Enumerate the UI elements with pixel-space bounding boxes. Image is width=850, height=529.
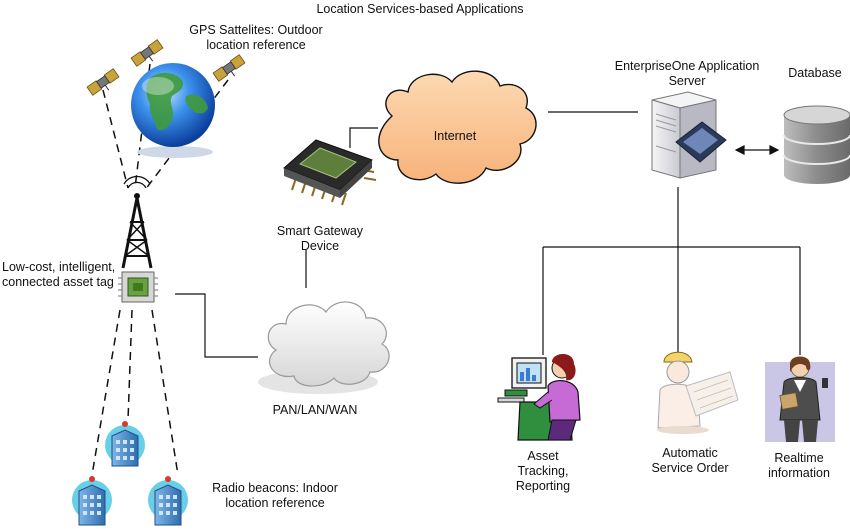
radio-link-beacon-middle xyxy=(127,309,133,421)
radio-link-satellite-left xyxy=(102,89,129,189)
beacon-building-icon-left xyxy=(72,476,112,526)
satellite-icon-right xyxy=(212,54,246,82)
service-order-engineer-icon xyxy=(657,351,739,434)
asset-tag-label: Low-cost, intelligent,connected asset ta… xyxy=(2,260,116,289)
radio-link-beacon-right xyxy=(151,309,179,476)
globe-icon xyxy=(131,63,215,158)
tag-network-link xyxy=(175,293,258,358)
internet-cloud-icon xyxy=(378,70,537,184)
internet-label: Internet xyxy=(433,129,477,143)
asset-tracking-person-icon xyxy=(497,354,581,441)
network-label: PAN/LAN/WAN xyxy=(272,403,358,417)
satellite-icon-top xyxy=(130,39,164,67)
antenna-tower-icon xyxy=(121,175,153,269)
beacon-building-icon-middle xyxy=(105,421,145,467)
application-server-icon xyxy=(651,91,727,179)
realtime-info-person-icon xyxy=(765,356,835,442)
diagram-title: Location Services-based Applications xyxy=(316,2,524,16)
database-label: Database xyxy=(788,66,842,80)
satellite-icon-left xyxy=(86,68,120,96)
network-cloud-icon xyxy=(258,301,390,394)
asset-tag-icon xyxy=(118,271,158,303)
gateway-chip-icon xyxy=(283,139,377,206)
radio-link-satellite-right xyxy=(144,79,229,191)
beacon-building-icon-right xyxy=(148,476,188,526)
connector-lines xyxy=(175,111,801,358)
gateway-internet-link xyxy=(349,127,378,148)
database-icon xyxy=(783,105,850,184)
server-database-arrow xyxy=(734,145,780,155)
